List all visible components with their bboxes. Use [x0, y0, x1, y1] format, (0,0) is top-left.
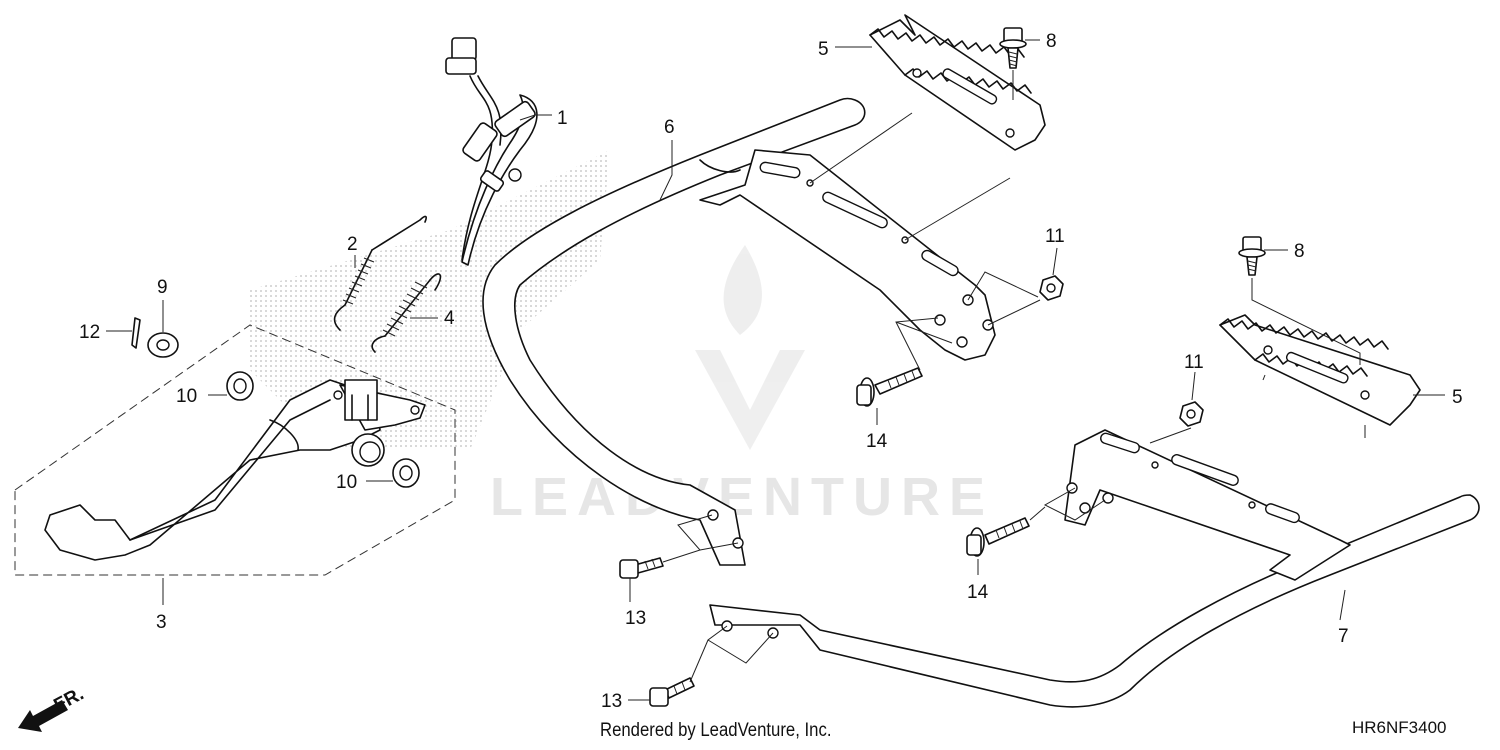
watermark-text: LEADVENTURE	[490, 467, 994, 527]
callout-2: 2	[347, 234, 358, 255]
callout-1: 1	[557, 108, 568, 129]
part-12-cotter-pin	[131, 317, 141, 349]
guide-lines	[662, 70, 1366, 683]
part-8-bolt-upper	[999, 27, 1027, 69]
part-5-foot-peg-upper	[869, 14, 1046, 151]
callout-3: 3	[156, 612, 167, 633]
callout-10-b: 10	[336, 472, 357, 493]
callout-5-lower: 5	[1452, 387, 1463, 408]
part-10-bushing-b	[392, 458, 420, 488]
part-3-brake-pedal	[14, 324, 456, 576]
part-7-step-bar-right	[709, 429, 1480, 708]
part-13-bolt-upper	[619, 557, 664, 579]
callout-13-upper: 13	[625, 608, 646, 629]
callout-11-upper: 11	[1045, 226, 1065, 247]
part-5-foot-peg-lower	[1219, 314, 1421, 426]
callout-14-upper: 14	[866, 431, 888, 452]
part-14-bolt-lower	[966, 517, 1030, 557]
callout-13-lower: 13	[601, 691, 622, 712]
callout-7: 7	[1338, 626, 1349, 647]
part-4-spring	[371, 273, 442, 353]
part-6-step-bar-left	[482, 97, 996, 566]
front-direction-arrow-icon: FR.	[18, 684, 87, 732]
part-8-bolt-lower	[1238, 236, 1266, 276]
callout-6: 6	[664, 117, 675, 138]
callout-10-a: 10	[176, 386, 197, 407]
leader-lines	[106, 39, 1445, 701]
callout-11-lower: 11	[1184, 352, 1204, 373]
callout-4: 4	[444, 308, 455, 329]
part-11-nut-upper	[1039, 275, 1064, 301]
part-9-washer	[147, 332, 179, 358]
callout-14-lower: 14	[967, 582, 989, 603]
watermark-logo	[695, 245, 805, 450]
part-1-switch	[445, 37, 538, 266]
credit-text: Rendered by LeadVenture, Inc.	[600, 720, 832, 741]
part-11-nut-lower	[1179, 401, 1204, 427]
part-2-spring	[333, 215, 427, 331]
callout-8-upper: 8	[1046, 31, 1057, 52]
part-13-bolt-lower	[649, 677, 695, 707]
watermark-dots	[250, 150, 610, 450]
part-14-bolt-upper	[856, 367, 923, 407]
callout-5-upper: 5	[818, 39, 829, 60]
diagram-code: HR6NF3400	[1352, 718, 1447, 737]
callout-12: 12	[79, 322, 100, 343]
callouts: 1 2 3 4 5 5 6 7 8 8 9 10 10 11 11 12 13 …	[79, 31, 1463, 712]
callout-9: 9	[157, 277, 168, 298]
part-10-bushing-a	[226, 371, 254, 401]
callout-8-lower: 8	[1294, 241, 1305, 262]
